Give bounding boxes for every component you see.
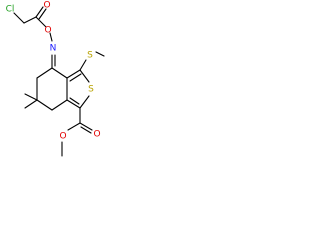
bond-c3a-c3-double [69, 73, 82, 82]
bond-sme-ch3 [95, 51, 105, 57]
bond-carbonyl-double-2 [38, 8, 47, 20]
atom-o-carbonyl: O [43, 1, 50, 11]
bond-c6-methyl-1 [24, 93, 38, 101]
bond-s2-c1 [79, 95, 90, 109]
atom-o-ester: O [44, 26, 51, 36]
atom-o-ester-carbonyl: O [93, 130, 100, 140]
bond-c3-sme [79, 59, 87, 71]
atom-s-methylthio: S [87, 51, 93, 61]
bond-c4-c5 [36, 67, 53, 79]
bond-ch2-carbonyl [23, 16, 37, 24]
atom-o-ester-single: O [59, 132, 66, 142]
bond-c1-c7a [66, 99, 81, 109]
bond-c3a-c4 [51, 67, 68, 79]
bond-carbonyl-double-1 [35, 6, 44, 18]
molecule-canvas: Cl O O N S S O O [0, 0, 105, 171]
bond-o-n [49, 32, 53, 42]
bond-cl-ch2 [13, 12, 25, 24]
bond-ester-c-o-double-2 [80, 126, 92, 134]
bond-layer [13, 6, 105, 157]
atom-s-ring: S [88, 85, 94, 95]
bond-c3-s2 [79, 69, 90, 83]
bond-c7-c7a [51, 99, 68, 111]
chemical-structure-drawing: Cl O O N S S O O [6, 1, 105, 157]
bond-c3a-c3 [66, 69, 81, 79]
atom-label-layer: Cl O O N S S O O [6, 1, 101, 142]
bond-c6-c7 [36, 99, 53, 111]
bond-ester-c-o-single [67, 122, 81, 131]
bond-ester-c-o-double-1 [79, 122, 93, 131]
atom-cl: Cl [6, 5, 15, 15]
bond-c6-methyl-2 [24, 99, 38, 109]
atom-n-oxime: N [50, 44, 57, 54]
bond-carbonyl-oester [35, 16, 47, 28]
bond-c1-c7a-double [69, 97, 80, 105]
